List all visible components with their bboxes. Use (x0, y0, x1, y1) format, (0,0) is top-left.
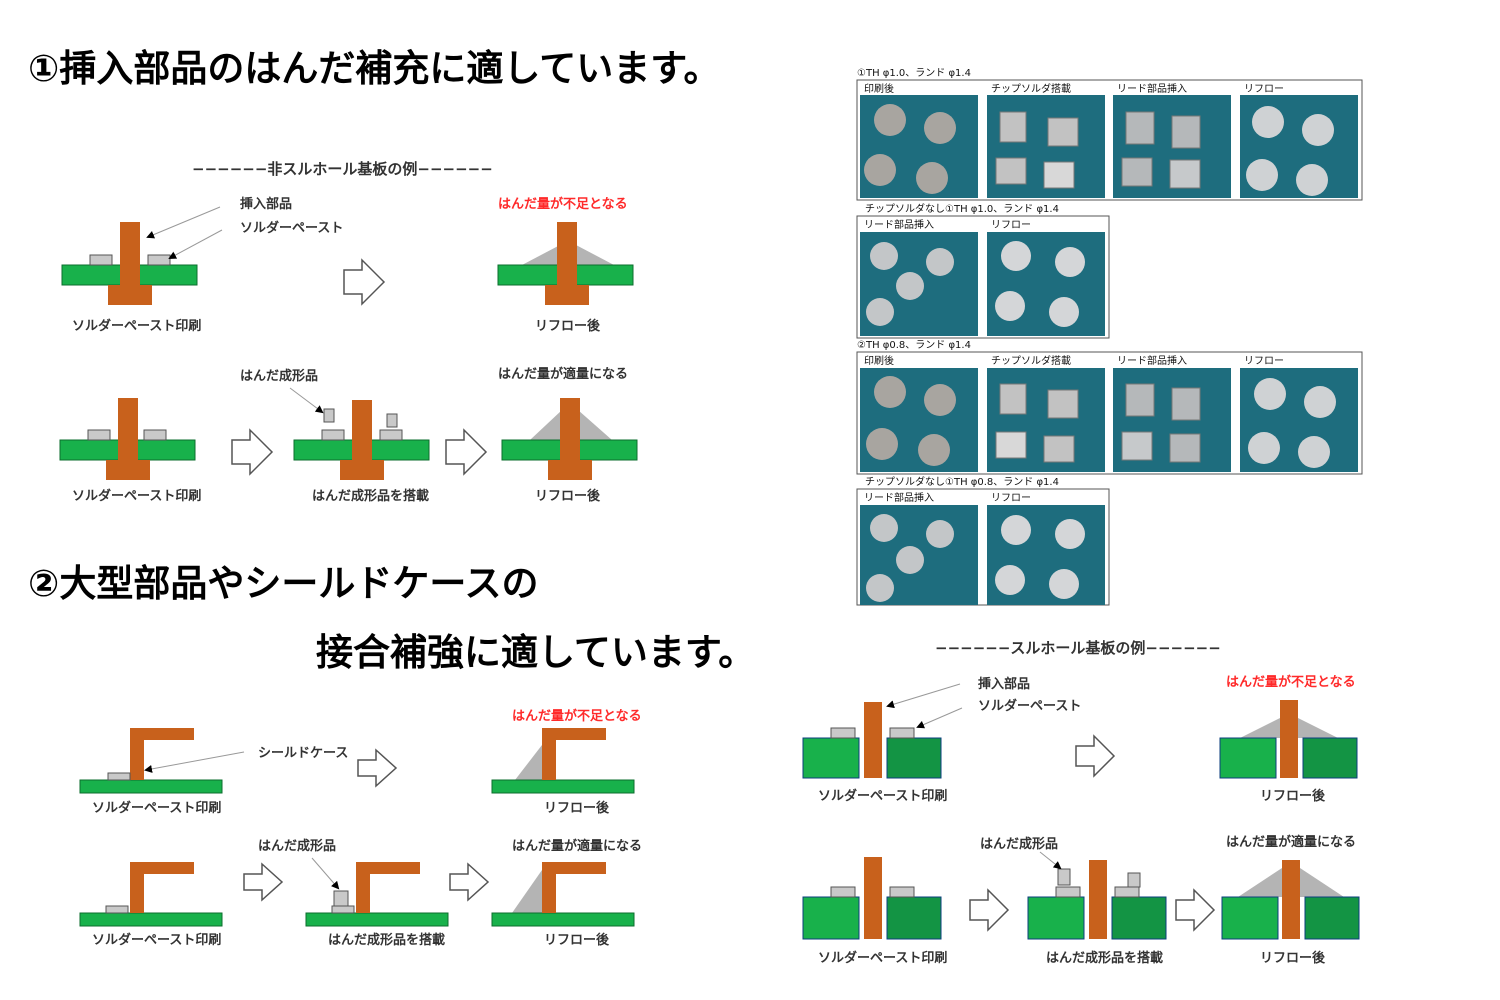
th-label-paste: ソルダーペースト (978, 698, 1081, 714)
photo-cell: リフロー (1240, 84, 1358, 198)
arrow-right-icon (1175, 888, 1216, 932)
th-print-step-2 (802, 857, 942, 940)
sh-preform-pointer (311, 857, 340, 890)
sh-label-mount: はんだ成形品を搭載 (328, 932, 445, 948)
th-label-part: 挿入部品 (978, 676, 1030, 692)
nt-label-print1: ソルダーペースト印刷 (72, 318, 201, 334)
th-preform-pointer (1039, 851, 1062, 870)
th-label-print1: ソルダーペースト印刷 (818, 788, 947, 804)
photo-cell: リード部品挿入 (1113, 82, 1231, 198)
nt-preform-pointer (289, 387, 324, 414)
shield-diagram: シールドケース ソルダーペースト印刷 はんだ量が不足となる リフロー後 ソルダー… (79, 708, 642, 948)
nonthrough-title: −−−−−−非スルホール基板の例−−−−−− (192, 160, 493, 178)
sh-label-print1: ソルダーペースト印刷 (92, 800, 221, 816)
arrow-right-icon (343, 258, 386, 306)
arrow-right-icon (231, 428, 274, 476)
nt-paste-pointer (168, 229, 223, 259)
photo-cell: リード部品挿入 (860, 491, 978, 605)
arrow-right-icon (357, 748, 398, 788)
sh-reflow-ok (491, 862, 635, 927)
nt-label-reflow2: リフロー後 (535, 488, 601, 504)
sh-label-print2: ソルダーペースト印刷 (92, 932, 221, 948)
arrow-right-icon (445, 428, 488, 476)
photo-grid: ①TH φ1.0、ランド φ1.4 チップソルダなし①TH φ1.0、ランド φ… (856, 67, 1363, 606)
photo-col-print: 印刷後 (864, 354, 894, 367)
through-title: −−−−−−スルホール基板の例−−−−−− (935, 639, 1221, 657)
photo-col-reflow: リフロー (991, 493, 1031, 504)
photo-col-reflow: リフロー (991, 220, 1031, 231)
sh-label-reflow2: リフロー後 (544, 932, 610, 948)
heading-bonding: 接合補強に適しています。 (316, 631, 756, 674)
photo-col-reflow: リフロー (1244, 84, 1284, 95)
nt-reflow-short (497, 222, 634, 305)
arrow-right-icon (1075, 734, 1116, 778)
th-label-print2: ソルダーペースト印刷 (818, 950, 947, 966)
photo-cell: チップソルダ搭載 (987, 354, 1105, 472)
th-part-pointer (886, 683, 961, 709)
sh-reflow-short (491, 728, 635, 794)
th-mount-step (1027, 860, 1167, 940)
th-paste-pointer (916, 707, 963, 729)
th-label-preform: はんだ成形品 (980, 836, 1058, 852)
photo-cell: リフロー (987, 493, 1105, 605)
nt-print-step (61, 222, 198, 305)
photo-cell: チップソルダ搭載 (987, 82, 1105, 198)
nt-label-ok: はんだ量が適量になる (498, 366, 628, 382)
nt-part-pointer (146, 206, 221, 239)
th-label-mount: はんだ成形品を搭載 (1046, 950, 1163, 966)
nt-mount-step (293, 400, 430, 480)
nt-label-short: はんだ量が不足となる (498, 196, 628, 212)
photo-col-lead: リード部品挿入 (1117, 82, 1187, 95)
th-label-reflow1: リフロー後 (1260, 788, 1326, 804)
th-reflow-short (1219, 700, 1358, 779)
photo-section-3-label: ②TH φ0.8、ランド φ1.4 (857, 339, 971, 351)
sh-label-short: はんだ量が不足となる (512, 708, 642, 724)
photo-cell: 印刷後 (860, 354, 978, 472)
th-print-step (802, 702, 942, 779)
sh-label-reflow1: リフロー後 (544, 800, 610, 816)
photo-col-lead: リード部品挿入 (864, 491, 934, 504)
photo-section-2-label: チップソルダなし①TH φ1.0、ランド φ1.4 (865, 202, 1059, 215)
photo-col-print: 印刷後 (864, 82, 894, 95)
nt-label-mount: はんだ成形品を搭載 (312, 488, 429, 504)
nt-label-reflow1: リフロー後 (535, 318, 601, 334)
photo-col-lead: リード部品挿入 (864, 218, 934, 231)
nt-label-print2: ソルダーペースト印刷 (72, 488, 201, 504)
through-diagram: −−−−−−スルホール基板の例−−−−−− 挿入部品 ソルダーペースト ソルダー… (802, 639, 1360, 966)
photo-col-reflow: リフロー (1244, 356, 1284, 367)
sh-label-preform: はんだ成形品 (258, 838, 336, 854)
nt-label-preform: はんだ成形品 (240, 368, 318, 384)
nonthrough-diagram: −−−−−−非スルホール基板の例−−−−−− 挿入部品 ソルダーペースト ソルダ… (59, 160, 638, 504)
nt-reflow-ok (501, 398, 638, 480)
th-label-ok: はんだ量が適量になる (1226, 834, 1356, 850)
sh-mount-step (305, 862, 449, 927)
heading-insert-parts: ①挿入部品のはんだ補充に適しています。 (28, 47, 721, 90)
sh-label-ok: はんだ量が適量になる (512, 838, 642, 854)
photo-cell: リフロー (1240, 356, 1358, 472)
sh-label-case: シールドケース (258, 746, 348, 761)
photo-section-1-label: ①TH φ1.0、ランド φ1.4 (857, 67, 971, 79)
arrow-right-icon (449, 862, 490, 902)
photo-section-4-label: チップソルダなし①TH φ0.8、ランド φ1.4 (865, 475, 1059, 488)
heading-large-parts: ②大型部品やシールドケースの (28, 562, 539, 605)
sh-print-step (79, 728, 223, 794)
arrow-right-icon (969, 888, 1010, 932)
arrow-right-icon (243, 862, 284, 902)
photo-cell: リード部品挿入 (860, 218, 978, 336)
photo-col-chip: チップソルダ搭載 (991, 82, 1071, 95)
photo-cell: リフロー (987, 220, 1105, 336)
sh-case-pointer (144, 751, 245, 773)
nt-label-paste: ソルダーペースト (240, 220, 343, 236)
photo-cell: 印刷後 (860, 82, 978, 198)
th-reflow-ok (1221, 860, 1360, 940)
sh-print-step-2 (79, 862, 223, 927)
th-label-short: はんだ量が不足となる (1226, 674, 1356, 690)
photo-cell: リード部品挿入 (1113, 354, 1231, 472)
th-label-reflow2: リフロー後 (1260, 950, 1326, 966)
photo-col-lead: リード部品挿入 (1117, 354, 1187, 367)
nt-print-step-2 (59, 398, 196, 480)
photo-col-chip: チップソルダ搭載 (991, 354, 1071, 367)
nt-label-part: 挿入部品 (240, 196, 292, 212)
